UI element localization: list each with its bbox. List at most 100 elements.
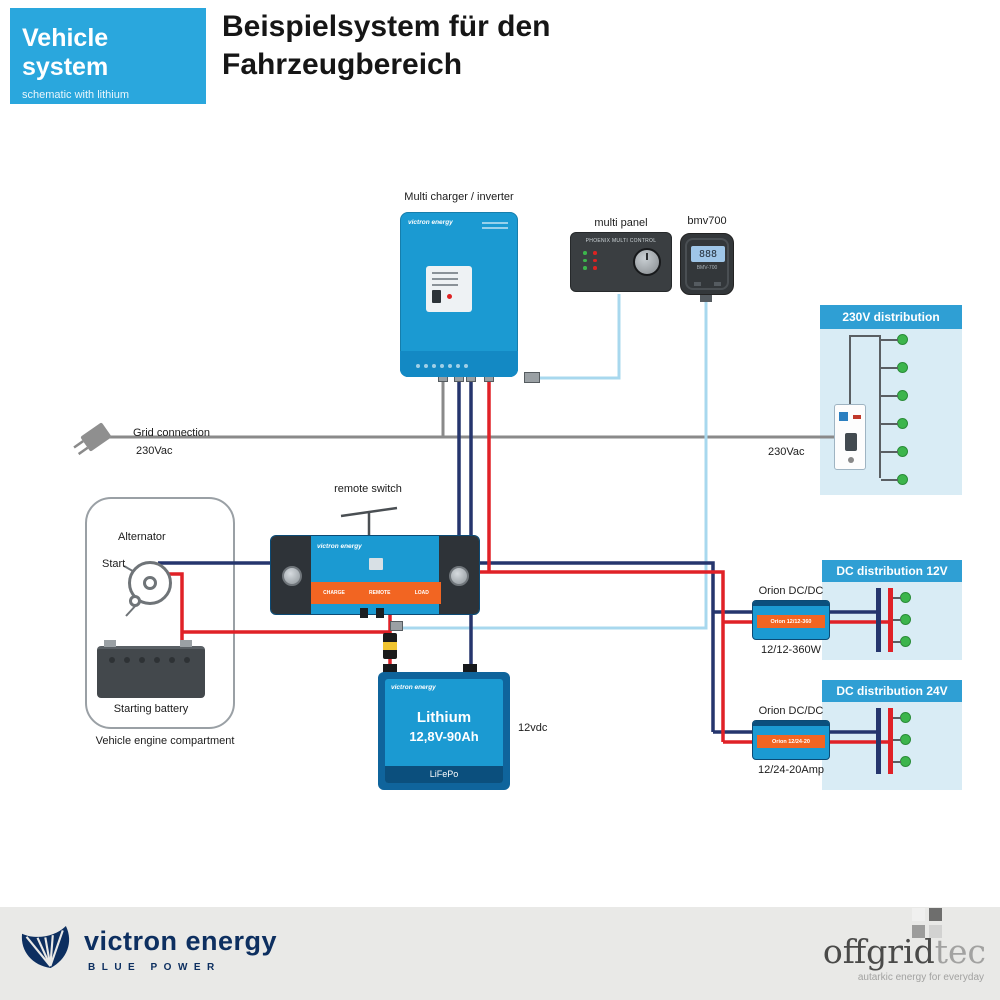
label-orion-12: Orion DC/DC (758, 585, 824, 597)
breaker-screw (848, 457, 854, 463)
label-multi-panel: multi panel (594, 217, 648, 229)
orion-dcdc-24v: Orion 12/24-20 (752, 720, 830, 760)
busbar-positive-12v (888, 588, 893, 652)
panel-24v-title: DC distribution 24V (822, 680, 962, 702)
lithium-capacity: 12,8V-90Ah (409, 729, 479, 744)
lithium-battery: victron energy Lithium 12,8V-90Ah LiFePo (378, 672, 510, 790)
multi-control-panel (426, 266, 472, 312)
page-title-line2: Fahrzeugbereich (222, 48, 463, 81)
battery-caps (109, 657, 190, 663)
lithium-battery-face: victron energy Lithium 12,8V-90Ah LiFePo (385, 679, 503, 783)
label-line-decor (482, 227, 508, 229)
lithium-name: Lithium (416, 709, 472, 726)
offgridtec-logo-icon (912, 908, 942, 938)
lithium-terminal-negative (463, 664, 477, 673)
outlet-dot (893, 636, 911, 647)
outlets-24v (893, 712, 911, 767)
label-orion-12-spec: 12/12-360W (761, 644, 821, 656)
victron-logo-text: victron energy (408, 219, 453, 226)
bmv700-monitor: 888 BMV-700 (680, 233, 734, 295)
orion-top-edge (753, 721, 829, 726)
label-bmv700: bmv700 (687, 215, 727, 227)
shunt-connector (390, 621, 403, 631)
label-remote-switch: remote switch (334, 483, 402, 495)
bms-label-strip: CHARGE REMOTE LOAD (311, 582, 441, 604)
bms-label: CHARGE (323, 590, 345, 596)
bms-stud (360, 608, 368, 618)
bmv-cable-plug (700, 294, 712, 302)
victron-tagline: BLUE POWER (88, 962, 221, 973)
label-orion-24: Orion DC/DC (758, 705, 824, 717)
bmv-lcd: 888 (691, 246, 725, 262)
remote-switch-icon (340, 506, 398, 536)
bmv-button (694, 282, 701, 286)
victron-wordmark: victron energy (84, 926, 278, 956)
outlet-dot (893, 756, 911, 767)
starting-battery (97, 646, 205, 698)
battery-fuse (383, 633, 397, 659)
outlets-12v (893, 592, 911, 647)
page-title: Beispielsystem für den Fahrzeugbereich (222, 8, 550, 84)
battery-post (104, 640, 116, 647)
outlet-dot (881, 334, 908, 345)
panel-230v-title: 230V distribution (820, 305, 962, 329)
label-grid-voltage: 230Vac (136, 445, 173, 457)
bmv-bezel (685, 238, 729, 290)
phoenix-multi-control-panel: PHOENIX MULTI CONTROL (570, 232, 672, 292)
footer-bar (0, 907, 1000, 1000)
breaker-lever (845, 433, 857, 451)
alternator-pulley (129, 595, 141, 607)
label-ac-voltage-right: 230Vac (768, 446, 805, 458)
ac-wires (106, 378, 838, 439)
busbar-negative-12v (876, 588, 881, 652)
bms-device: victron energy CHARGE REMOTE LOAD (270, 535, 480, 615)
circuit-breaker (834, 404, 866, 470)
battery-post (180, 640, 192, 647)
bms-bolt-left (282, 566, 302, 586)
panel-text-decor (432, 278, 458, 280)
orion-dcdc-12v: Orion 12/12-360 (752, 600, 830, 640)
status-led (447, 294, 452, 299)
label-grid-connection: Grid connection (133, 427, 211, 439)
outlet-dot (893, 592, 911, 603)
label-engine-compartment: Vehicle engine compartment (95, 735, 235, 747)
offgridtec-wordmark-sub: tec (934, 932, 986, 971)
outlet-dot (881, 418, 908, 429)
label-12vdc: 12vdc (518, 722, 548, 734)
offgridtec-wordmark-main: offgrid (822, 932, 935, 971)
label-start: Start (102, 558, 126, 570)
label-multi-charger: Multi charger / inverter (404, 191, 514, 203)
brand-badge: Vehicle system schematic with lithium (10, 8, 206, 104)
outlet-dot (881, 446, 908, 457)
page-title-line1: Beispielsystem für den (222, 10, 551, 43)
multi-panel-connector (524, 372, 540, 383)
label-line-decor (482, 222, 508, 224)
bmv-model-label: BMV-700 (696, 265, 718, 271)
label-orion-24-spec: 12/24-20Amp (757, 764, 825, 776)
orion-model-strip: Orion 12/12-360 (757, 615, 825, 628)
panel-text-decor (432, 272, 458, 274)
mode-switch-icon (432, 290, 441, 303)
breaker-mark (853, 415, 861, 419)
victron-logo-text: victron energy (317, 543, 362, 550)
bms-label: LOAD (414, 590, 429, 596)
bms-label: REMOTE (369, 590, 391, 596)
victron-logo-text: victron energy (391, 684, 436, 691)
breaker-indicator (839, 412, 848, 421)
engine-compartment-outline (85, 497, 235, 729)
negative-wires (158, 378, 879, 734)
victron-logo-icon (22, 925, 70, 968)
panel-device-title: PHOENIX MULTI CONTROL (585, 238, 657, 244)
busbar-negative-24v (876, 708, 881, 774)
panel-leds (583, 251, 599, 270)
badge-title: Vehicle system (22, 24, 109, 81)
bms-stud (376, 608, 384, 618)
offgridtec-tagline: autarkic energy for everyday (857, 972, 984, 983)
orion-model-strip: Orion 12/24-20 (757, 735, 825, 748)
bms-bolt-right (449, 566, 469, 586)
label-starting-battery: Starting battery (113, 703, 189, 715)
fuse-band (383, 642, 397, 650)
grid-plug-icon (73, 422, 112, 456)
panel-dc-distribution-12v: DC distribution 12V (822, 560, 962, 660)
